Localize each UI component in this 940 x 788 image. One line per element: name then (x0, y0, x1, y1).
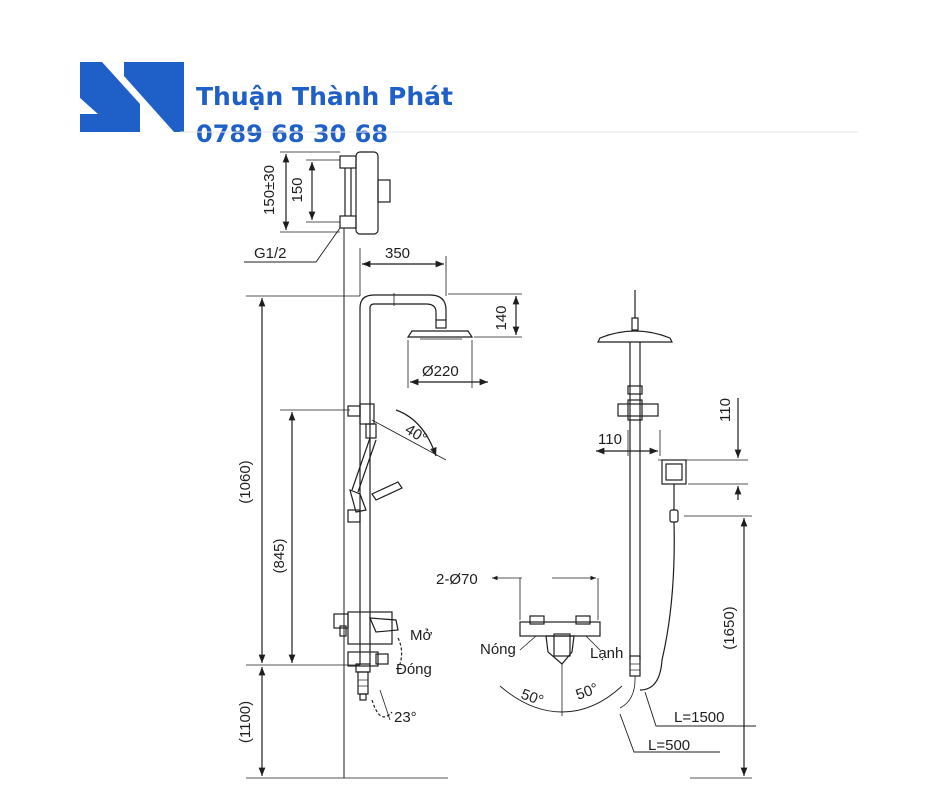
logo-left-notch (80, 98, 98, 114)
dim-110h: 110 (598, 431, 622, 448)
brand-name: Thuận Thành Phát (196, 82, 453, 111)
hose-l500: L=500 (648, 737, 690, 754)
dim-150-30: 150±30 (261, 165, 278, 215)
dim-g12: G1/2 (254, 245, 287, 262)
logo-left-shape (80, 62, 140, 132)
brand-phone: 0789 68 30 68 (196, 120, 389, 148)
angle-50-left: 50° (519, 686, 546, 710)
l500-leader (619, 713, 720, 753)
mixer-front (499, 578, 623, 716)
dim-140: 140 (493, 305, 510, 330)
dim-150: 150 (289, 177, 306, 202)
dim-2x70: 2-Ø70 (436, 571, 478, 588)
l1500-leader (644, 691, 756, 727)
hose-l1500: L=1500 (674, 709, 724, 726)
angle-40: 40° (402, 421, 430, 447)
angle-50-right: 50° (574, 680, 601, 704)
logo-left-base (80, 114, 116, 132)
g12-leader (244, 227, 341, 263)
brand-logo (80, 62, 184, 132)
dim-1060: (1060) (237, 460, 254, 503)
shower-column-front (597, 290, 687, 709)
dim-350: 350 (385, 245, 410, 262)
logo-right-shape (124, 62, 184, 132)
wall-mount-detail (280, 151, 391, 235)
label-mo: Mở (410, 627, 432, 644)
label-lanh: Lạnh (590, 645, 623, 662)
dim-220: Ø220 (422, 363, 459, 380)
angle-40-arc (395, 409, 437, 457)
shower-column-side (333, 293, 474, 721)
angle-23: 23° (394, 709, 417, 726)
dim-110v: 110 (717, 398, 734, 422)
dim-1650: (1650) (721, 606, 738, 649)
label-nong: Nóng (480, 641, 516, 658)
dim-1100: (1100) (237, 701, 254, 743)
dim-845: (845) (271, 538, 288, 573)
label-dong: Đóng (396, 661, 432, 678)
